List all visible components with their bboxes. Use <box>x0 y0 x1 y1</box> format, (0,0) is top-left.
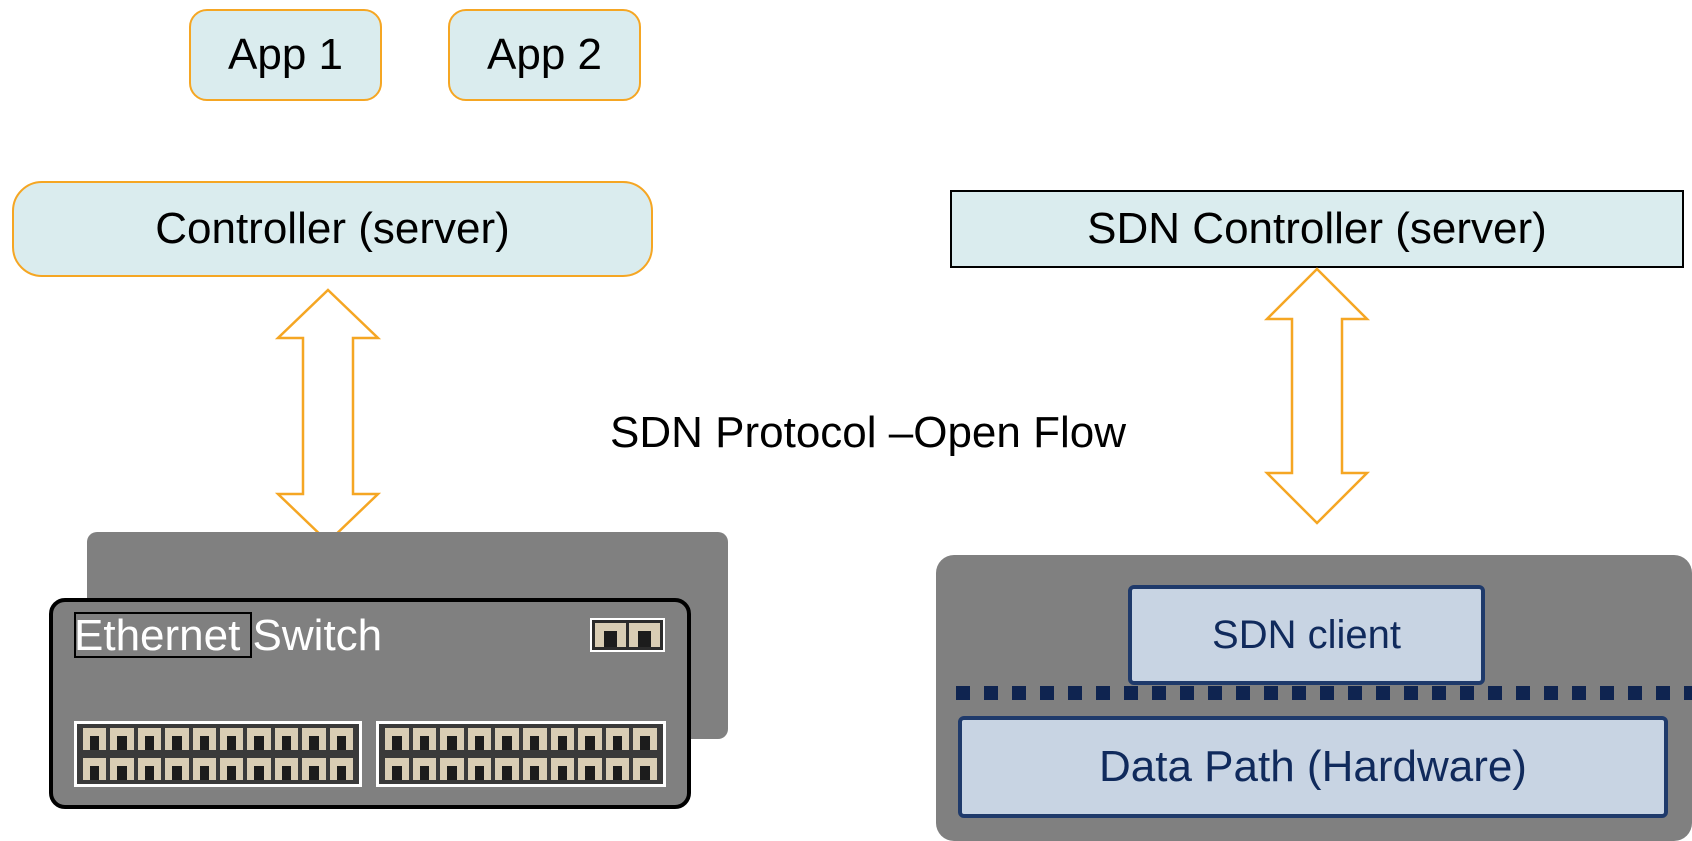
ethernet-port-icon <box>467 728 492 750</box>
ethernet-port-icon <box>137 728 162 750</box>
ethernet-port-icon <box>247 728 271 750</box>
ethernet-port-icon <box>110 728 134 750</box>
ethernet-port-icon <box>522 758 547 780</box>
app-2-label: App 2 <box>487 30 602 79</box>
ethernet-port-icon <box>412 758 437 780</box>
port-row <box>81 728 355 750</box>
ethernet-port-icon <box>605 758 630 780</box>
ethernet-port-icon <box>385 758 409 780</box>
ethernet-port-icon <box>83 728 107 750</box>
ethernet-port-icon <box>83 758 107 780</box>
ethernet-port-icon <box>247 758 271 780</box>
layer-divider <box>956 686 1692 700</box>
ethernet-port-icon <box>412 728 437 750</box>
port-block-right <box>376 721 666 787</box>
controller-box: Controller (server) <box>12 181 653 277</box>
ethernet-port-icon <box>329 728 354 750</box>
ethernet-port-icon <box>440 758 464 780</box>
ethernet-port-icon <box>595 623 626 648</box>
ethernet-port-icon <box>633 728 657 750</box>
ethernet-port-icon <box>192 728 217 750</box>
ethernet-port-icon <box>302 728 326 750</box>
ethernet-port-icon <box>192 758 217 780</box>
app-2-box: App 2 <box>448 9 641 101</box>
ethernet-port-icon <box>550 728 575 750</box>
ethernet-port-icon <box>329 758 354 780</box>
ethernet-port-icon <box>440 728 464 750</box>
ethernet-port-icon <box>274 728 299 750</box>
right-double-arrow-icon <box>1263 267 1371 525</box>
data-path-label: Data Path (Hardware) <box>1099 742 1527 791</box>
ethernet-port-icon <box>165 758 189 780</box>
sdn-client-box: SDN client <box>1128 585 1485 685</box>
ethernet-port-icon <box>578 758 602 780</box>
ethernet-port-icon <box>633 758 657 780</box>
ethernet-port-icon <box>495 758 519 780</box>
ethernet-port-icon <box>220 728 244 750</box>
data-path-box: Data Path (Hardware) <box>958 716 1668 818</box>
ethernet-port-icon <box>274 758 299 780</box>
ethernet-port-icon <box>165 728 189 750</box>
ethernet-port-icon <box>550 758 575 780</box>
sdn-controller-label: SDN Controller (server) <box>1087 204 1547 253</box>
port-row <box>383 758 659 780</box>
sdn-client-label: SDN client <box>1212 612 1401 657</box>
left-double-arrow-icon <box>274 288 382 544</box>
ethernet-port-icon <box>385 728 409 750</box>
ethernet-port-icon <box>220 758 244 780</box>
ethernet-port-icon <box>467 758 492 780</box>
switch-label-highlight <box>74 612 252 658</box>
app-1-label: App 1 <box>228 30 343 79</box>
port-row <box>383 728 659 750</box>
controller-label: Controller (server) <box>155 204 510 253</box>
app-1-box: App 1 <box>189 9 382 101</box>
port-row <box>81 758 355 780</box>
ethernet-port-icon <box>522 728 547 750</box>
ethernet-port-icon <box>110 758 134 780</box>
sdn-controller-box: SDN Controller (server) <box>950 190 1684 268</box>
port-block-left <box>74 721 362 787</box>
ethernet-port-icon <box>302 758 326 780</box>
ethernet-port-icon <box>605 728 630 750</box>
uplink-ports-icon <box>590 618 665 652</box>
switch-label: Ethernet Switch <box>74 611 383 660</box>
ethernet-port-icon <box>495 728 519 750</box>
ethernet-port-icon <box>629 623 660 648</box>
protocol-label: SDN Protocol –Open Flow <box>610 408 1126 457</box>
ethernet-port-icon <box>137 758 162 780</box>
ethernet-port-icon <box>578 728 602 750</box>
